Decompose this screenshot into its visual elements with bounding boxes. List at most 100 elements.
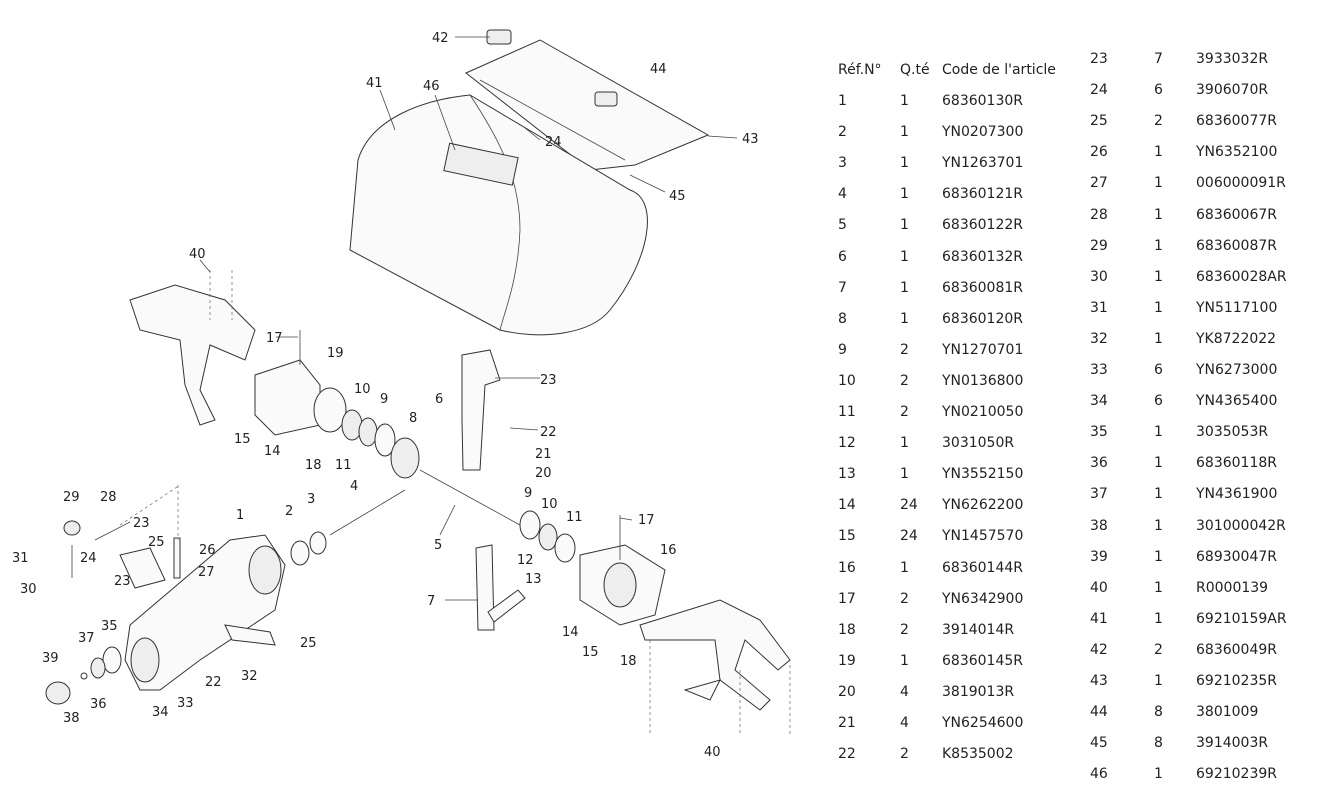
- row-ref: 8: [838, 310, 847, 327]
- row-ref: 15: [838, 528, 856, 545]
- row-qty: 1: [900, 93, 909, 109]
- row-code: YN6352100: [1196, 144, 1278, 161]
- row-ref: 32: [1090, 330, 1108, 347]
- row-qty: 1: [1154, 517, 1163, 534]
- row-ref: 23: [1090, 51, 1108, 67]
- callout-22: 22: [540, 425, 557, 440]
- callout-20: 20: [535, 466, 552, 481]
- callout-40: 40: [189, 247, 206, 262]
- row-ref: 24: [1090, 82, 1108, 99]
- row-code: 68360049R: [1196, 641, 1277, 658]
- row-qty: 24: [900, 497, 918, 514]
- row-code: 68360028AR: [1196, 268, 1287, 285]
- row-qty: 4: [900, 715, 909, 731]
- callout-10: 10: [354, 382, 371, 397]
- callout-1: 1: [236, 508, 244, 523]
- callout-37: 37: [78, 631, 95, 646]
- callout-23: 23: [540, 373, 557, 388]
- row-ref: 18: [838, 621, 856, 638]
- row-code: 69210235R: [1196, 673, 1277, 689]
- row-ref: 42: [1090, 641, 1108, 658]
- callout-13: 13: [525, 572, 542, 587]
- row-code: K8535002: [942, 746, 1014, 763]
- gearbox-housing: [124, 531, 327, 691]
- row-ref: 38: [1090, 517, 1108, 534]
- row-qty: 1: [900, 652, 909, 669]
- row-qty: 1: [900, 186, 909, 203]
- row-code: 3933032R: [1196, 51, 1269, 67]
- callout-29: 29: [63, 490, 80, 505]
- row-qty: 2: [900, 746, 909, 763]
- row-ref: 40: [1090, 579, 1108, 596]
- row-code: 68360120R: [942, 310, 1023, 327]
- header-ref: Réf.N°: [838, 62, 882, 78]
- callout-15: 15: [234, 432, 251, 447]
- callout-42: 42: [432, 31, 449, 46]
- row-qty: 1: [900, 279, 909, 296]
- callout-14b: 14: [562, 625, 579, 640]
- row-ref: 1: [838, 93, 847, 109]
- row-code: 68360118R: [1196, 455, 1277, 472]
- row-code: 68360132R: [942, 248, 1023, 265]
- row-code: 69210239R: [1196, 766, 1277, 783]
- row-code: YN0136800: [942, 372, 1024, 389]
- callout-3: 3: [307, 492, 315, 507]
- callout-12: 12: [517, 553, 534, 568]
- row-qty: 1: [1154, 237, 1163, 254]
- row-ref: 9: [838, 341, 847, 358]
- row-ref: 25: [1090, 113, 1108, 130]
- row-qty: 1: [900, 155, 909, 172]
- row-qty: 1: [900, 248, 909, 265]
- callout-36: 36: [90, 697, 107, 712]
- callout-4: 4: [350, 479, 358, 494]
- row-ref: 3: [838, 155, 847, 172]
- callout-22b: 22: [205, 675, 222, 690]
- row-ref: 39: [1090, 548, 1108, 565]
- depth-bar: [475, 544, 526, 631]
- row-qty: 1: [1154, 766, 1163, 783]
- rotor-hood: [349, 94, 648, 336]
- row-code: 3031050R: [942, 435, 1015, 452]
- row-ref: 4: [838, 186, 847, 203]
- row-ref: 43: [1090, 673, 1108, 689]
- row-qty: 1: [1154, 330, 1163, 347]
- callout-17: 17: [266, 331, 283, 346]
- row-code: YN4365400: [1196, 393, 1278, 410]
- row-qty: 1: [900, 466, 909, 483]
- row-qty: 8: [1154, 704, 1163, 721]
- row-qty: 7: [1154, 51, 1163, 67]
- row-code: 3819013R: [942, 683, 1015, 700]
- row-qty: 1: [1154, 175, 1163, 192]
- callout-35: 35: [101, 619, 118, 634]
- row-code: 68360144R: [942, 559, 1023, 576]
- row-code: YN6342900: [942, 590, 1024, 607]
- row-code: YN6254600: [942, 715, 1024, 731]
- callout-18: 18: [305, 458, 322, 473]
- row-ref: 28: [1090, 206, 1108, 223]
- callout-33: 33: [177, 696, 194, 711]
- callout-41: 41: [366, 76, 383, 91]
- header-code: Code de l'article: [942, 62, 1056, 78]
- row-qty: 1: [900, 217, 909, 234]
- row-code: YN5117100: [1196, 299, 1278, 316]
- row-qty: 1: [1154, 486, 1163, 503]
- row-qty: 2: [900, 341, 909, 358]
